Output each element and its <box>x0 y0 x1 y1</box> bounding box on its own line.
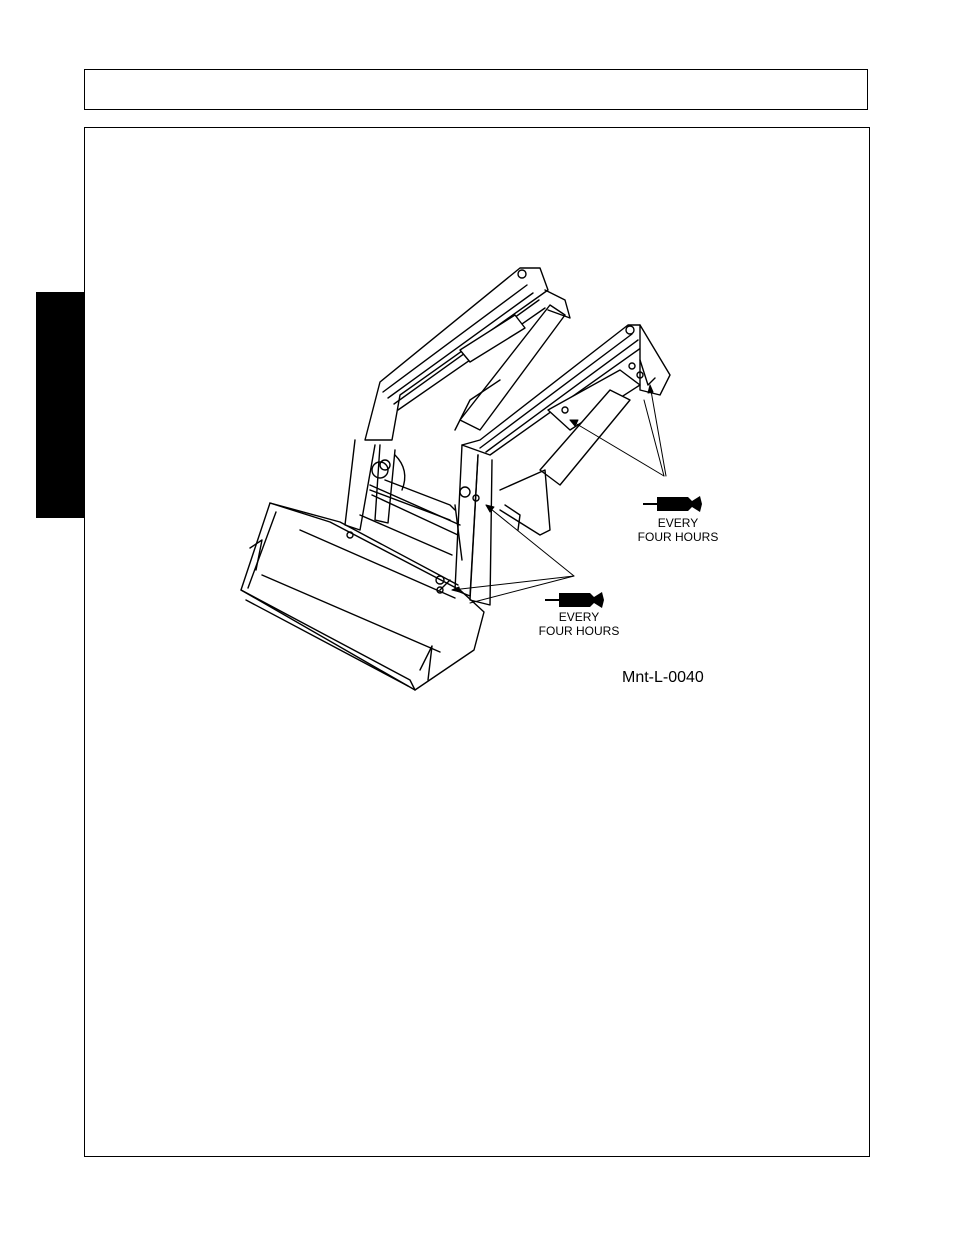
left-arm <box>345 268 548 530</box>
figure-id: Mnt-L-0040 <box>622 669 704 687</box>
grease-gun-icon <box>643 496 702 512</box>
lube-interval-line2: FOUR HOURS <box>618 530 738 544</box>
bucket <box>241 503 484 690</box>
lube-interval-label: EVERY FOUR HOURS <box>618 516 738 544</box>
grease-gun-icon <box>545 592 604 608</box>
lube-interval-line1: EVERY <box>618 516 738 530</box>
lube-interval-line2: FOUR HOURS <box>519 624 639 638</box>
leader-lines-lower <box>452 505 574 603</box>
lube-interval-line1: EVERY <box>519 610 639 624</box>
lube-interval-label: EVERY FOUR HOURS <box>519 610 639 638</box>
